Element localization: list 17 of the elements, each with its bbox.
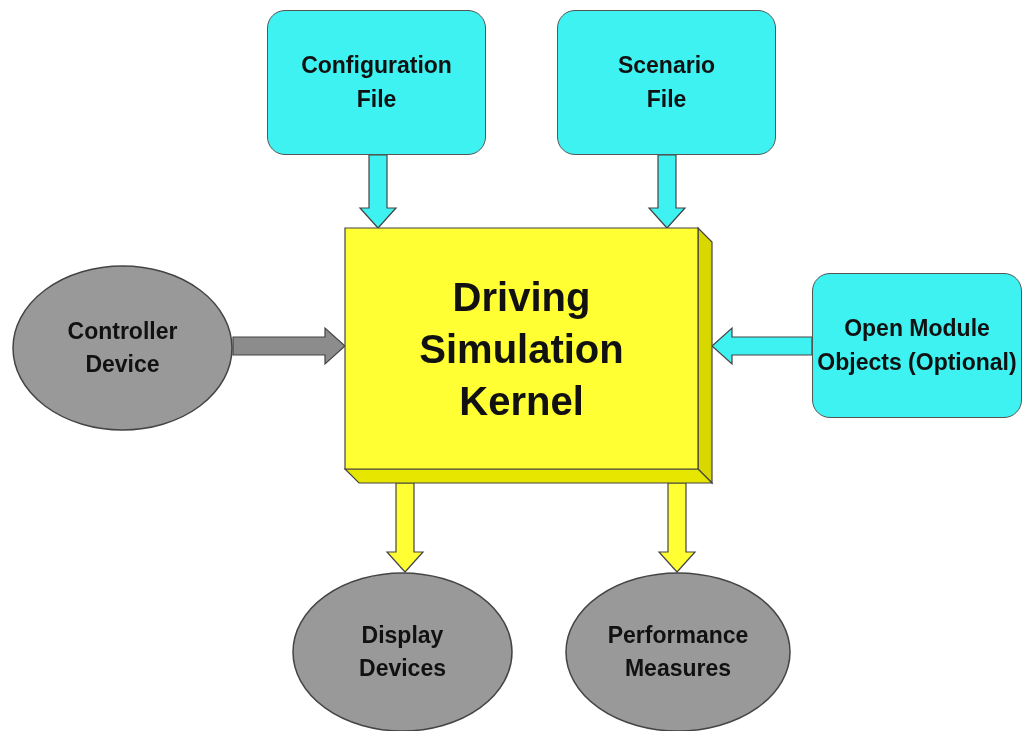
node-label: Performance Measures xyxy=(606,620,750,683)
file-box xyxy=(267,10,486,155)
device-ellipse xyxy=(12,265,233,431)
block-arrow xyxy=(358,154,398,229)
node-label: Configuration File xyxy=(300,51,453,114)
block-arrow xyxy=(647,154,687,229)
node-label: Display Devices xyxy=(358,620,447,683)
block-arrow xyxy=(385,482,425,573)
module-box xyxy=(812,273,1022,418)
block-arrow xyxy=(711,326,813,366)
file-box xyxy=(557,10,776,155)
kernel-title: Driving Simulation Kernel xyxy=(418,273,625,425)
node-label: Scenario File xyxy=(616,51,717,114)
node-label: Open Module Objects (Optional) xyxy=(817,314,1017,377)
block-arrow xyxy=(657,482,697,573)
block-arrow xyxy=(232,326,346,366)
node-label: Controller Device xyxy=(66,316,179,379)
